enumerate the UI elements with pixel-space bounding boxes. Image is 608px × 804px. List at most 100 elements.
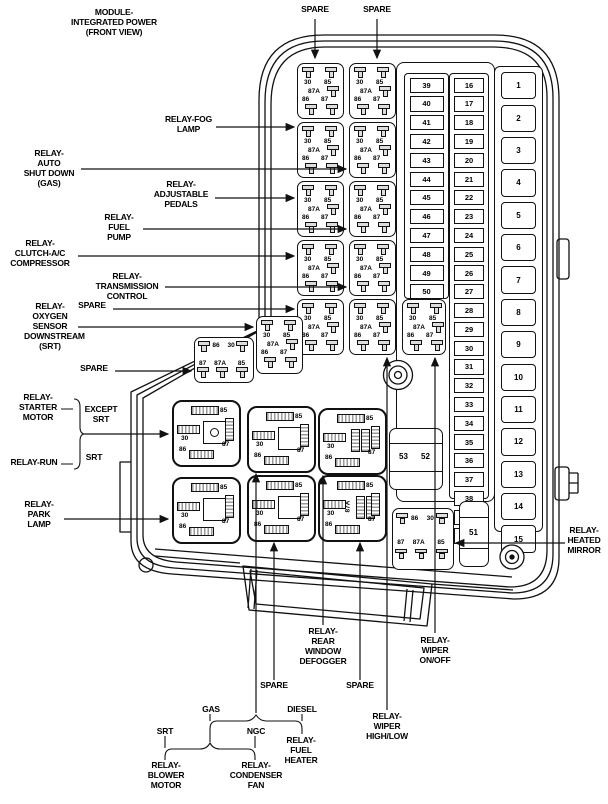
fuse-number: 42 [422, 137, 431, 147]
pin [354, 185, 367, 196]
label-srt-right: SRT [85, 452, 103, 462]
pin-label: 87 [280, 349, 288, 356]
pin-label: 30 [426, 515, 434, 522]
label-spare-mid: SPARE [78, 300, 106, 310]
pin-label: 85 [376, 138, 384, 145]
fuse-slot: 40 [409, 96, 444, 112]
pin [189, 527, 214, 536]
fuse-number: 5 [516, 210, 521, 220]
pin [252, 500, 275, 509]
fuse-slot: 34 [454, 415, 484, 431]
pin [216, 367, 229, 378]
fuse-number: 33 [464, 399, 474, 409]
pin [261, 320, 274, 331]
pin [225, 418, 234, 441]
pin-label: 86 [302, 273, 310, 280]
mount-hole [138, 557, 154, 573]
pin [407, 303, 420, 314]
fuse-number: 35 [464, 437, 474, 447]
pin [357, 281, 370, 292]
pin [356, 496, 365, 519]
pin [305, 281, 318, 292]
pin [284, 320, 297, 331]
pin-label: 86 [212, 342, 220, 350]
pin-label: 86 [179, 523, 187, 530]
pin-label: 85 [376, 256, 384, 263]
pin [325, 244, 338, 255]
pin [335, 525, 360, 534]
pin-label: 30 [409, 315, 417, 322]
fuse-number: 9 [516, 340, 521, 350]
brace-group [61, 398, 303, 760]
fuse-number: 20 [464, 155, 474, 165]
pin-label: 87A [413, 324, 425, 331]
pin-label: 85 [324, 197, 332, 204]
fuse-slot: 32 [454, 378, 484, 394]
pin-label: 30 [227, 342, 235, 350]
label-wiper-on-off: RELAY- WIPER ON/OFF [419, 635, 451, 666]
pin-label: 30 [356, 315, 364, 322]
fuse-slot: 25 [454, 246, 484, 262]
pin [302, 67, 315, 78]
pin-label: 30 [304, 138, 312, 145]
pin-label: 87 [297, 516, 305, 523]
fuse-slot: 46 [409, 209, 444, 225]
fuse-number: 25 [464, 249, 474, 259]
pin-label: 85 [437, 539, 445, 546]
pin [379, 322, 392, 333]
fuse-number: 32 [464, 381, 474, 391]
pin-label: 86 [354, 273, 362, 280]
pin [191, 406, 219, 415]
pin [189, 450, 214, 459]
pin [377, 185, 390, 196]
label-oxygen-sensor: RELAY- OXYGEN SENSOR DOWNSTREAM (SRT) [24, 301, 85, 352]
fuse-number: 46 [422, 212, 431, 222]
fuse-number: 8 [516, 307, 521, 317]
pin-label: 87A [360, 147, 372, 154]
pin [371, 493, 380, 516]
fuse-number: 47 [422, 230, 431, 240]
fuse-slot-large: 13 [501, 460, 536, 488]
pin [377, 67, 390, 78]
fuse-number: 41 [422, 118, 431, 128]
pin-label: 85 [324, 138, 332, 145]
pin [302, 185, 315, 196]
pin-label: 87 [373, 332, 381, 339]
fuse-slot: 44 [409, 171, 444, 187]
pin-label: 30 [356, 197, 364, 204]
pin [327, 263, 340, 274]
pin [197, 341, 211, 352]
pin-label: 85 [324, 79, 332, 86]
pin-label: 30 [327, 510, 335, 517]
pin [327, 145, 340, 156]
pin-label: 85 [324, 256, 332, 263]
fuse-number: 28 [464, 306, 474, 316]
fuse-slot-large: 6 [501, 234, 536, 262]
pin [337, 481, 365, 490]
pin [357, 222, 370, 233]
pin [264, 357, 277, 368]
fuse-number: 31 [464, 362, 474, 372]
fuse-slot: 42 [409, 133, 444, 150]
pin [396, 513, 409, 524]
pin-label: 87 [373, 155, 381, 162]
pin [378, 104, 391, 115]
fuse-number: 29 [464, 324, 474, 334]
fuse-number: 1 [516, 81, 521, 91]
pin-label: 86 [179, 446, 187, 453]
pin-label: 30 [304, 256, 312, 263]
pin-label: 30 [304, 315, 312, 322]
pin-label: 86 [302, 214, 310, 221]
fuse-slot-large: 5 [501, 201, 536, 229]
pin [378, 281, 391, 292]
label-transmission: RELAY- TRANSMISSION CONTROL [95, 271, 159, 302]
pin [326, 163, 339, 174]
